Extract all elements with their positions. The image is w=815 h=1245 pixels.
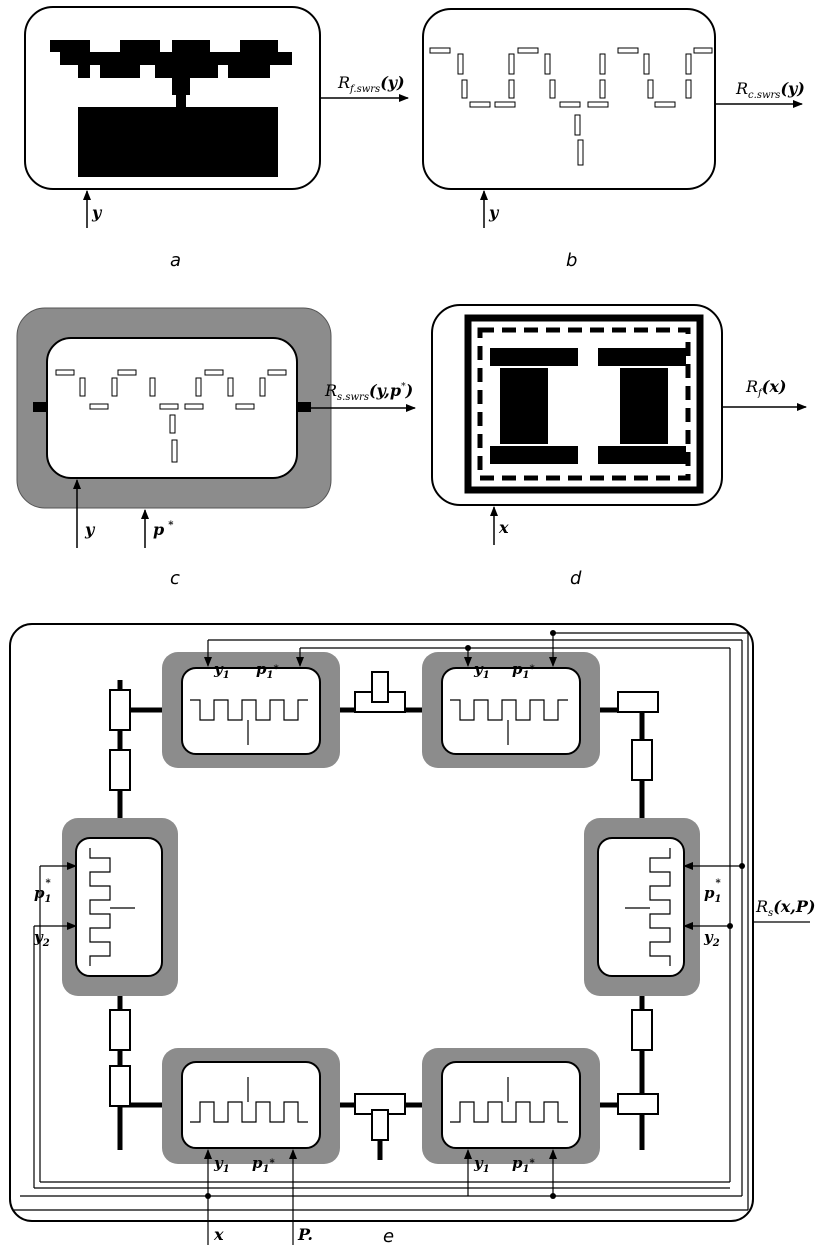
panel-e-y1-bottom-right: y1 <box>473 1154 490 1175</box>
panel-a-output-label: Rf.swrs(y) <box>337 73 405 95</box>
panel-c-caption: c <box>170 568 180 589</box>
panel-c-input-y-label: y <box>84 520 96 539</box>
panel-d-input-label: x <box>498 518 509 537</box>
panel-b: Rc.swrs(y) y b <box>422 8 805 271</box>
panel-b-output-label: Rc.swrs(y) <box>735 79 805 101</box>
panel-e-p1-right: p1* <box>704 878 721 905</box>
panel-e-y1-top-right: y1 <box>473 660 490 681</box>
panel-b-coarse-model-layout <box>429 47 713 166</box>
panel-e-control-lines <box>14 632 810 1245</box>
panel-d-fine-layout <box>464 314 704 494</box>
panel-b-input-label: y <box>488 203 500 222</box>
panel-b-box <box>422 8 716 190</box>
panel-e-p1-top-right: p1* <box>512 660 535 681</box>
panel-d: Rf(x) x d <box>431 304 807 589</box>
panel-e-y2-right: y2 <box>703 928 720 949</box>
panel-c-surrogate-layout <box>55 369 287 463</box>
panel-e-surrogate-bottom-right <box>422 1048 600 1164</box>
panel-e-caption: e <box>383 1226 394 1245</box>
panel-e-y1-top-left: y1 <box>213 660 230 681</box>
panel-a: Rf.swrs(y) y a <box>24 6 409 271</box>
panel-c-port-right <box>297 402 311 412</box>
panel-c-output-label: Rs.swrs(y,p*) <box>324 381 413 403</box>
panel-e-surrogate-top-left <box>162 652 340 768</box>
panel-e-surrogate-right <box>584 818 700 996</box>
panel-a-input-label: y <box>91 203 103 222</box>
panel-c-input-p-label: p* <box>153 520 174 539</box>
panel-e-p1-bottom-right: p1* <box>512 1154 535 1175</box>
panel-e-x-label: x <box>213 1225 224 1244</box>
panel-e-surrogate-bottom-left <box>162 1048 340 1164</box>
panel-e-y2-left: y2 <box>33 928 50 949</box>
panel-e-p1-top-left: p1* <box>256 660 279 681</box>
panel-b-caption: b <box>566 250 577 271</box>
panel-d-box <box>431 304 723 506</box>
panel-e: y1 p1* y1 p1* p1* y2 p1* y2 y1 p1* y1 p1… <box>9 623 815 1245</box>
panel-a-fine-model-layout <box>50 40 292 177</box>
panel-e-p1-bottom-left: p1* <box>252 1154 275 1175</box>
panel-e-output-label: Rs(x,P) <box>755 897 815 919</box>
panel-e-surrogate-left <box>62 818 178 996</box>
panel-a-caption: a <box>170 250 181 271</box>
panel-e-surrogate-top-right <box>422 652 600 768</box>
panel-e-junctions <box>109 671 659 1141</box>
panel-d-caption: d <box>570 568 582 589</box>
panel-e-p1-left: p1* <box>34 878 51 905</box>
panel-e-y1-bottom-left: y1 <box>213 1154 230 1175</box>
panel-d-output-label: Rf(x) <box>745 377 786 399</box>
panel-c-port-left <box>33 402 47 412</box>
panel-e-mini-layouts <box>89 699 671 1123</box>
panel-e-junction-dots <box>205 630 745 1199</box>
panel-e-P-label: P. <box>297 1225 313 1244</box>
panel-c: Rs.swrs(y,p*) y p* c <box>16 307 416 589</box>
